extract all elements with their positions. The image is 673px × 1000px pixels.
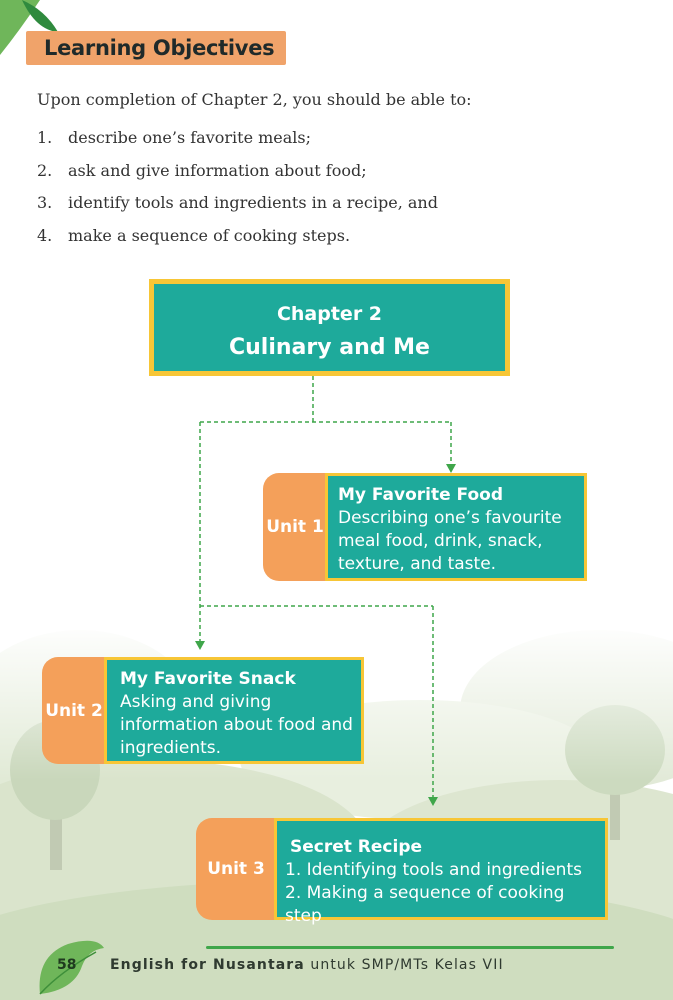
page-number: 58 xyxy=(57,957,77,973)
list-item: 4. make a sequence of cooking steps. xyxy=(37,224,438,257)
footer-divider xyxy=(206,946,614,949)
unit-description-line: Asking and giving xyxy=(120,692,272,712)
chapter-label: Chapter 2 xyxy=(276,303,383,325)
item-text: describe one’s favorite meals; xyxy=(68,128,312,147)
list-item: 3. identify tools and ingredients in a re… xyxy=(37,191,438,224)
unit-description-line: meal food, drink, snack, xyxy=(338,531,543,551)
learning-objectives-title: Learning Objectives xyxy=(26,31,287,65)
chapter-title: Culinary and Me xyxy=(229,335,430,360)
book-title-bold: English for Nusantara xyxy=(110,957,305,973)
book-subtitle: untuk SMP/MTs Kelas VII xyxy=(304,957,504,973)
unit-3-card: Unit 3 Secret Recipe 1. Identifying tool… xyxy=(196,818,608,926)
item-number: 2. xyxy=(37,160,53,180)
unit-body: My Favorite Food Describing one’s favour… xyxy=(325,473,587,581)
leaf-icon xyxy=(39,940,104,995)
unit-description-line: Describing one’s favourite xyxy=(338,508,562,528)
unit-2-card: Unit 2 My Favorite Snack Asking and givi… xyxy=(42,657,364,764)
objectives-list: 1. describe one’s favorite meals; 2. ask a… xyxy=(37,126,438,256)
unit-description-line: ingredients. xyxy=(120,738,222,758)
intro-text: Upon completion of Chapter 2, you should… xyxy=(37,90,472,109)
list-item: 2. ask and give information about food; xyxy=(37,159,438,192)
unit-tab: Unit 2 xyxy=(42,657,106,764)
arrow-down-icon xyxy=(446,464,456,473)
unit-1-card: Unit 1 My Favorite Food Describing one’s… xyxy=(263,473,587,581)
item-text: identify tools and ingredients in a reci… xyxy=(68,193,438,213)
item-number: 4. xyxy=(37,225,53,245)
list-item: 1. describe one’s favorite meals; xyxy=(37,126,438,159)
arrow-down-icon xyxy=(195,641,205,650)
chapter-box: Chapter 2 Culinary and Me xyxy=(149,279,510,376)
book-title: English for Nusantara untuk SMP/MTs Kela… xyxy=(110,957,504,973)
unit-body: My Favorite Snack Asking and giving info… xyxy=(104,657,364,764)
unit-title: My Favorite Food xyxy=(338,485,504,505)
unit-description-line: information about food and xyxy=(120,715,353,735)
arrow-down-icon xyxy=(428,797,438,806)
item-text: ask and give information about food; xyxy=(68,160,367,180)
unit-description-line: 2. Making a sequence of cooking step xyxy=(285,883,565,926)
item-text: make a sequence of cooking steps. xyxy=(68,225,351,245)
item-number: 3. xyxy=(37,193,53,213)
unit-tab: Unit 3 xyxy=(196,818,276,920)
unit-description-line: texture, and taste. xyxy=(338,554,497,574)
item-number: 1. xyxy=(37,128,53,147)
unit-title: My Favorite Snack xyxy=(120,669,296,689)
unit-description-line: 1. Identifying tools and ingredients xyxy=(285,860,582,880)
unit-body: Secret Recipe 1. Identifying tools and i… xyxy=(274,818,608,926)
unit-title: Secret Recipe xyxy=(290,837,423,857)
unit-tab: Unit 1 xyxy=(263,473,327,581)
